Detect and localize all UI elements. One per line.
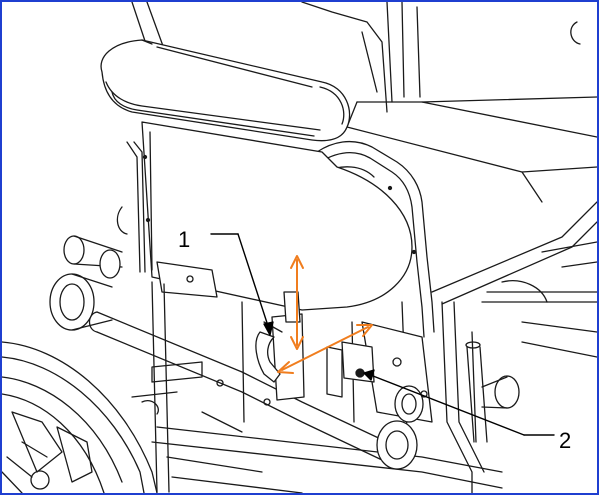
vertical-adjust-arrow [290,255,304,350]
callout-number-2: 2 [559,428,572,453]
caster-wheels [49,235,520,470]
callout-2-leader [363,369,555,436]
callout-1-leader [210,233,274,336]
side-panel [141,121,413,311]
diagonal-adjust-arrow [277,324,373,374]
callout-number-1: 1 [178,227,191,252]
armrest-pad [100,39,351,142]
rear-wheel [2,341,158,493]
locking-knob [326,341,375,398]
